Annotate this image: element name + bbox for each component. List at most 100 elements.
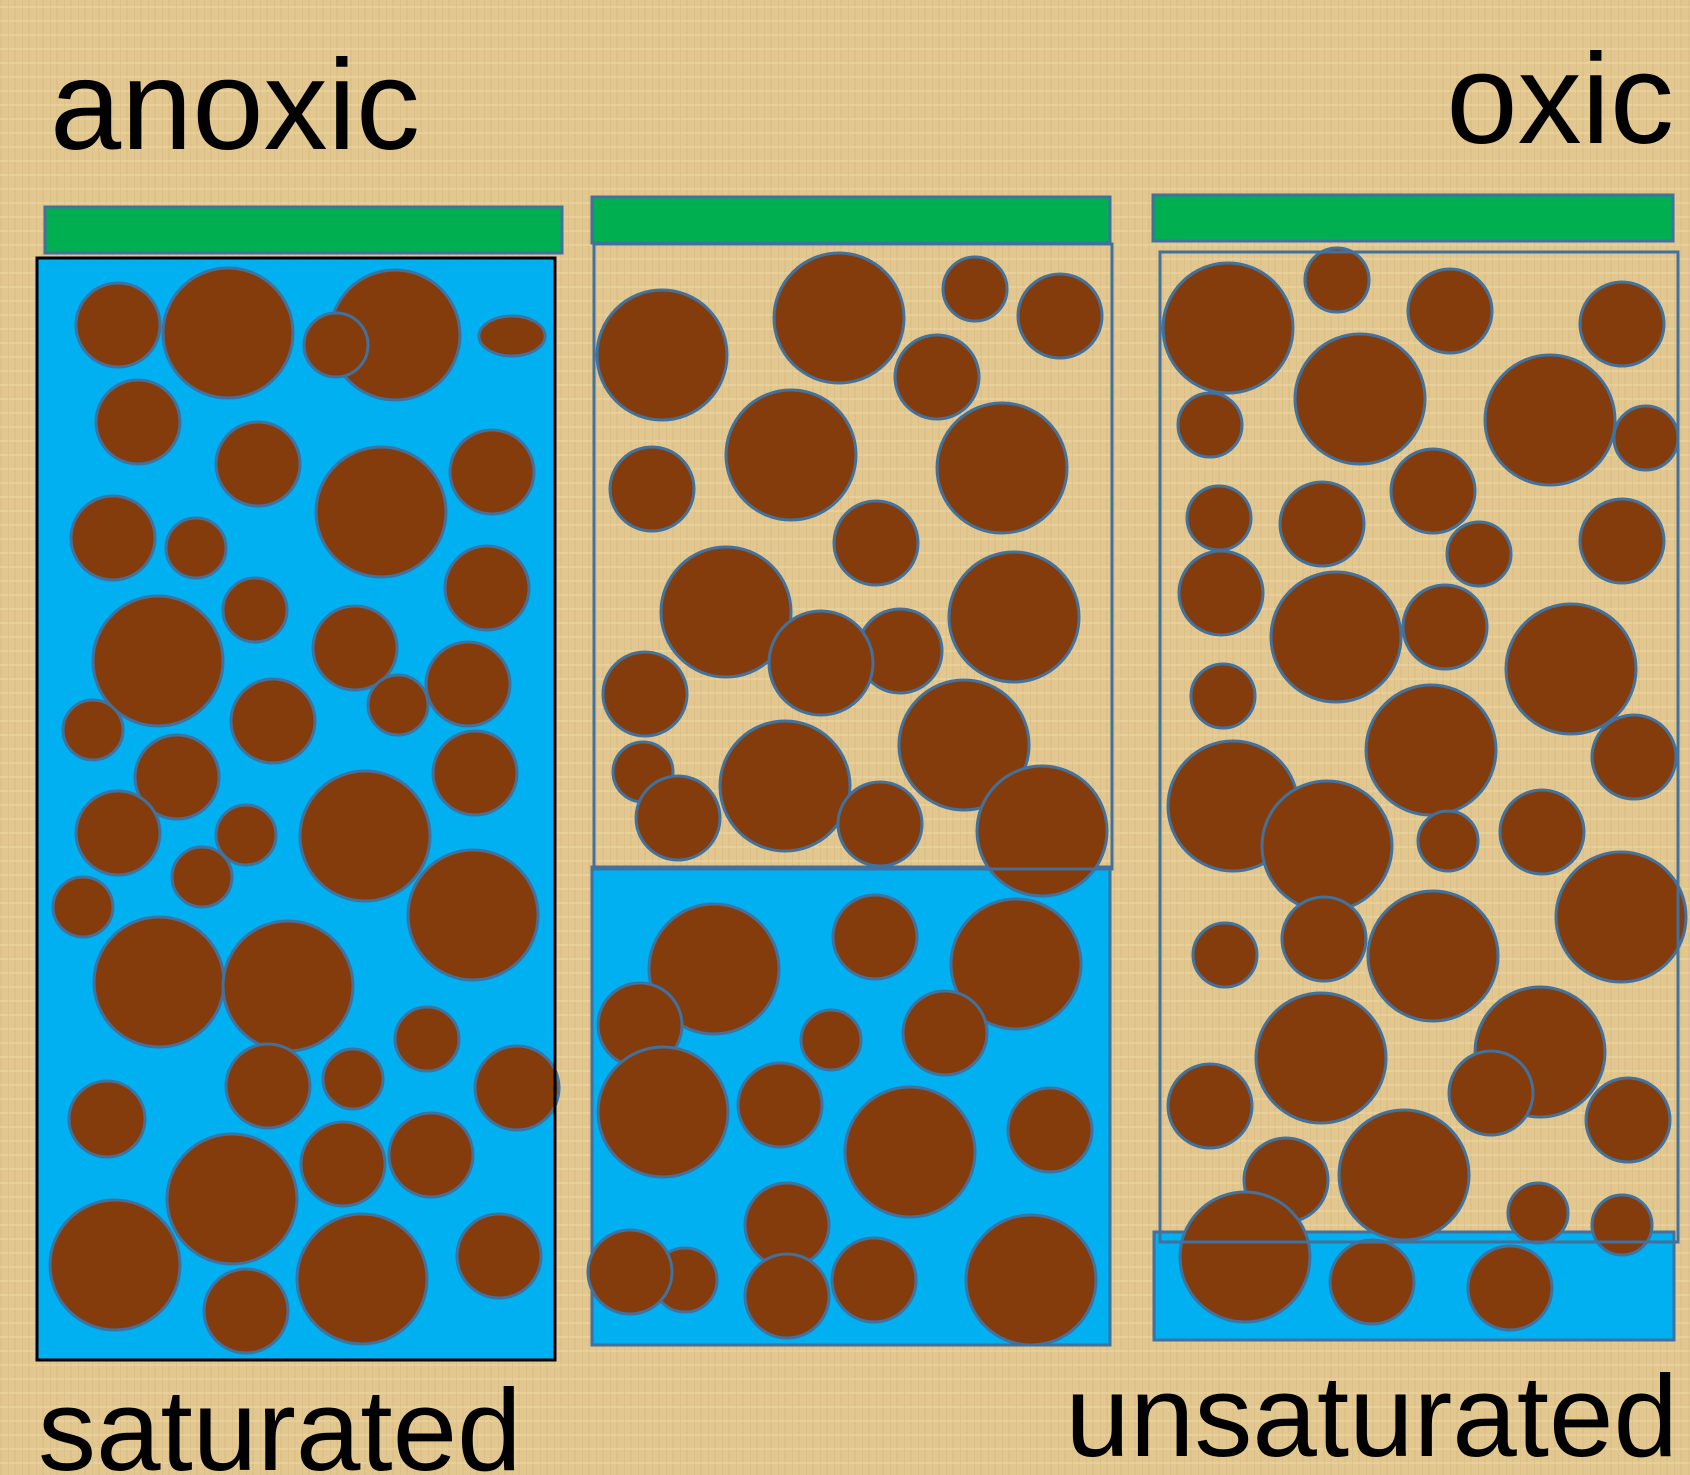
soil-particle bbox=[96, 380, 180, 464]
saturated-column bbox=[37, 207, 562, 1360]
soil-particle bbox=[71, 496, 155, 580]
soil-particle bbox=[1592, 1195, 1652, 1255]
soil-particle bbox=[216, 422, 300, 506]
soil-particle bbox=[1391, 449, 1475, 533]
soil-particle bbox=[1187, 486, 1251, 550]
soil-particle bbox=[937, 403, 1067, 533]
soil-particle bbox=[300, 771, 430, 901]
soil-particle bbox=[231, 679, 315, 763]
soil-particle bbox=[457, 1214, 541, 1298]
soil-particle bbox=[301, 1122, 385, 1206]
soil-particle bbox=[1193, 923, 1257, 987]
soil-particle bbox=[479, 316, 545, 356]
soil-particle bbox=[1447, 522, 1511, 586]
soil-particle bbox=[297, 1214, 427, 1344]
soil-particle bbox=[426, 642, 510, 726]
soil-particle bbox=[1256, 993, 1386, 1123]
soil-particle bbox=[1506, 604, 1636, 734]
soil-particle bbox=[316, 447, 446, 577]
soil-particle bbox=[588, 1230, 672, 1314]
soil-particle bbox=[636, 776, 720, 860]
soil-particle bbox=[1191, 664, 1255, 728]
soil-particle bbox=[838, 782, 922, 866]
soil-particle bbox=[226, 1044, 310, 1128]
soil-particle bbox=[408, 850, 538, 980]
soil-particle bbox=[445, 546, 529, 630]
oxic-label: oxic bbox=[1446, 36, 1674, 164]
soil-particle bbox=[801, 1010, 861, 1070]
soil-particle bbox=[834, 501, 918, 585]
soil-particle bbox=[389, 1113, 473, 1197]
soil-particle bbox=[745, 1254, 829, 1338]
soil-particle bbox=[1305, 248, 1369, 312]
soil-particle bbox=[949, 552, 1079, 682]
soil-particle bbox=[63, 700, 123, 760]
soil-particle bbox=[774, 253, 904, 383]
soil-particle bbox=[738, 1063, 822, 1147]
soil-particle bbox=[845, 1087, 975, 1217]
soil-particle bbox=[597, 290, 727, 420]
soil-particle bbox=[1271, 572, 1401, 702]
soil-particle bbox=[1179, 551, 1263, 635]
soil-particle bbox=[1556, 852, 1686, 982]
soil-particle bbox=[1580, 282, 1664, 366]
soil-particle bbox=[323, 1049, 383, 1109]
soil-particle bbox=[1178, 393, 1242, 457]
unsaturated-label: unsaturated bbox=[1065, 1358, 1678, 1474]
soil-particle bbox=[1180, 1192, 1310, 1322]
soil-particle bbox=[1403, 585, 1487, 669]
soil-particle bbox=[720, 721, 850, 851]
vegetation-cap bbox=[592, 197, 1110, 243]
soil-particle bbox=[76, 283, 160, 367]
soil-particle bbox=[1500, 790, 1584, 874]
soil-particle bbox=[833, 895, 917, 979]
soil-particle bbox=[1449, 1051, 1533, 1135]
soil-particle bbox=[769, 611, 873, 715]
soil-particle bbox=[1018, 274, 1102, 358]
soil-particle bbox=[1418, 811, 1478, 871]
anoxic-label: anoxic bbox=[50, 42, 420, 170]
saturated-label: saturated bbox=[38, 1372, 522, 1475]
soil-particle bbox=[223, 921, 353, 1051]
soil-particle bbox=[368, 675, 428, 735]
soil-particle bbox=[50, 1200, 180, 1330]
soil-particle bbox=[1485, 355, 1615, 485]
soil-particle bbox=[1008, 1088, 1092, 1172]
soil-particle bbox=[1168, 1064, 1252, 1148]
soil-particle bbox=[832, 1238, 916, 1322]
soil-particle bbox=[204, 1269, 288, 1353]
soil-particle bbox=[167, 1134, 297, 1264]
soil-particle bbox=[1592, 715, 1676, 799]
soil-particle bbox=[1282, 897, 1366, 981]
soil-particle bbox=[1468, 1246, 1552, 1330]
soil-particle bbox=[163, 268, 293, 398]
soil-particle bbox=[69, 1081, 145, 1157]
soil-particle bbox=[1295, 334, 1425, 464]
soil-particle bbox=[172, 847, 232, 907]
soil-particle bbox=[395, 1007, 459, 1071]
soil-particle bbox=[977, 766, 1107, 896]
soil-particle bbox=[895, 335, 979, 419]
soil-particle bbox=[966, 1215, 1096, 1345]
soil-particle bbox=[1163, 263, 1293, 393]
soil-particle bbox=[1339, 1110, 1469, 1240]
soil-particle bbox=[943, 257, 1007, 321]
soil-particle bbox=[1614, 406, 1678, 470]
soil-particle bbox=[304, 313, 368, 377]
soil-particle bbox=[76, 791, 160, 875]
soil-particle bbox=[475, 1046, 559, 1130]
soil-particle bbox=[223, 578, 287, 642]
soil-particle bbox=[1586, 1078, 1670, 1162]
soil-particle bbox=[1262, 781, 1392, 911]
soil-particle bbox=[610, 447, 694, 531]
soil-particle bbox=[94, 917, 224, 1047]
soil-particle bbox=[603, 652, 687, 736]
soil-particle bbox=[1368, 891, 1498, 1021]
soil-particle bbox=[1280, 482, 1364, 566]
vegetation-cap bbox=[45, 207, 562, 253]
soil-particle bbox=[598, 1047, 728, 1177]
soil-particle bbox=[53, 877, 113, 937]
soil-particle bbox=[450, 430, 534, 514]
soil-particle bbox=[433, 731, 517, 815]
